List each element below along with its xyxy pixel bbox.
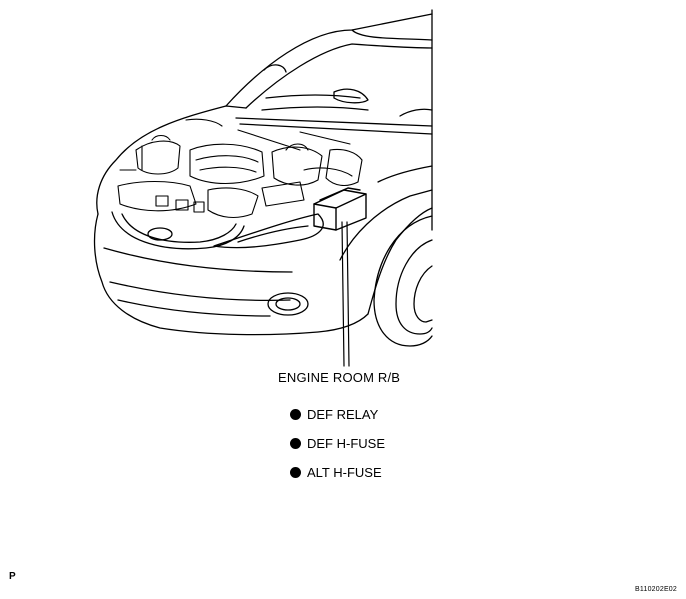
component-label: DEF H-FUSE: [307, 436, 385, 451]
fog-light: [267, 292, 309, 316]
engine-room-relay-block: [313, 187, 367, 231]
bullet-icon: [290, 467, 301, 478]
bullet-icon: [290, 409, 301, 420]
right-headlight: [213, 213, 324, 249]
car-body-outline: [93, 105, 433, 336]
windshield-cowl: [235, 9, 433, 231]
callout-leader-line: [341, 221, 350, 367]
bullet-icon: [290, 438, 301, 449]
front-wheel: [373, 215, 433, 347]
page-marker: P: [9, 571, 16, 582]
component-list: DEF RELAY DEF H-FUSE ALT H-FUSE: [290, 400, 385, 487]
component-label: DEF RELAY: [307, 407, 379, 422]
figure-code: B110202E02: [635, 586, 677, 593]
component-item-def-relay: DEF RELAY: [290, 400, 385, 429]
engine-bay-components: [117, 118, 363, 219]
component-item-alt-h-fuse: ALT H-FUSE: [290, 458, 385, 487]
component-label: ALT H-FUSE: [307, 465, 382, 480]
open-hood: [225, 13, 433, 117]
engine-room-rb-label: ENGINE ROOM R/B: [278, 370, 401, 385]
front-grille: [111, 211, 245, 250]
component-item-def-h-fuse: DEF H-FUSE: [290, 429, 385, 458]
